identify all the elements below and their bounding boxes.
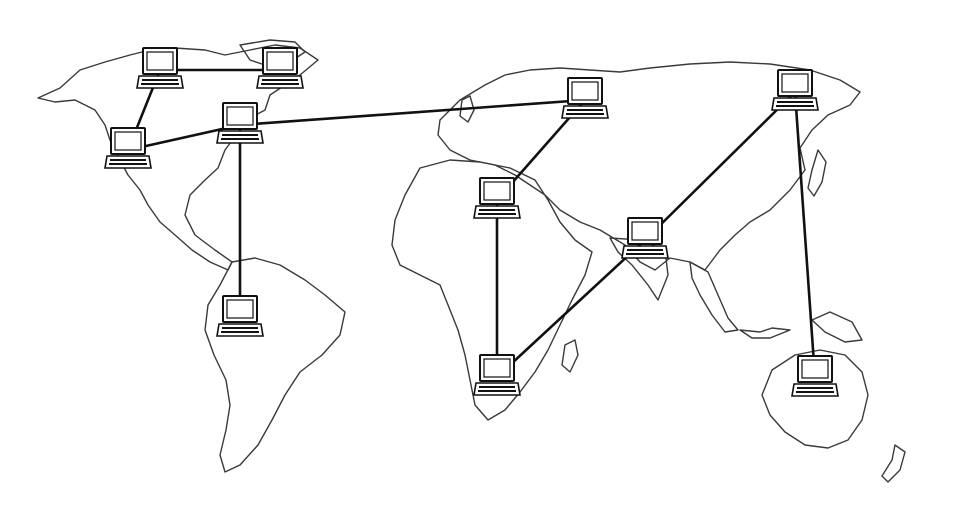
link-usa-east-to-europe [238,98,587,127]
new-zealand-outline [881,444,906,483]
eurasia-outline [437,61,861,271]
madagascar-outline [561,339,579,373]
india-laptop-computer-icon [621,217,669,259]
australia-outline [761,349,869,449]
south-america-laptop-computer-icon [216,295,264,337]
usa-east-laptop-computer-icon [216,102,264,144]
canada-west-laptop-computer-icon [136,47,184,89]
australia-laptop-computer-icon [791,355,839,397]
south-america-outline [204,257,346,473]
usa-west-laptop-computer-icon [104,127,152,169]
canada-east-laptop-computer-icon [256,47,304,89]
japan-outline [807,149,827,197]
indonesia-outline [739,311,863,343]
north-africa-laptop-computer-icon [473,177,521,219]
link-east-asia-to-australia [793,90,817,380]
europe-laptop-computer-icon [561,77,609,119]
east-asia-laptop-computer-icon [771,69,819,111]
british-isles-outline [459,95,475,123]
southeast-asia-outline [689,261,739,333]
network-nodes [104,47,839,397]
link-india-to-east-asia [643,90,797,242]
link-south-africa-to-india [495,238,647,379]
south-africa-laptop-computer-icon [473,354,521,396]
link-usa-west-to-usa-east [126,123,242,152]
north-america-outline [37,44,319,271]
network-links [126,68,817,380]
